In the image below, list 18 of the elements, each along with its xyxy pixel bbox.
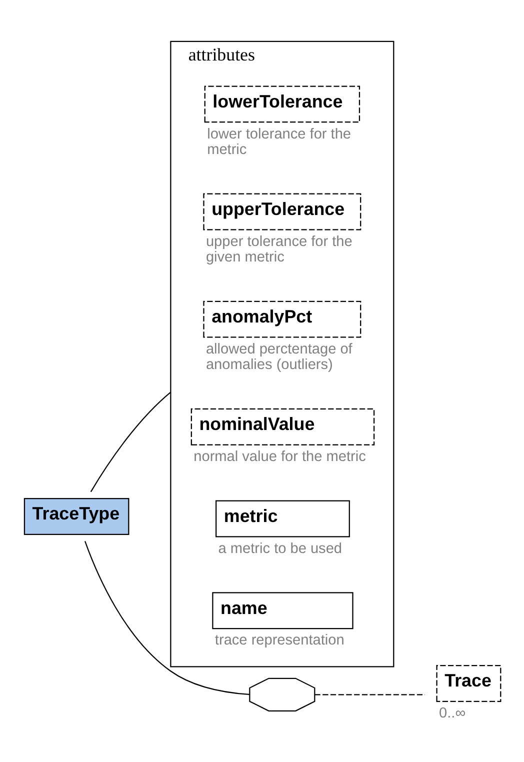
node-label: trace representation	[214, 632, 344, 648]
node-box: anomalyPct	[203, 300, 362, 338]
node-label: upper tolerance for the given metric	[206, 233, 352, 265]
node-box: metric	[216, 500, 350, 537]
node-label: a metric to be used	[218, 540, 342, 556]
node-box: name	[212, 592, 354, 629]
node-label: 0..∞	[439, 705, 466, 722]
node-box: nominalValue	[190, 408, 375, 445]
connector	[84, 540, 250, 695]
node-label: allowed perctentage of anomalies (outliers)	[206, 340, 352, 373]
node-box: lowerTolerance	[204, 85, 360, 122]
node-box: Trace	[436, 664, 502, 702]
node-octagon	[249, 677, 316, 711]
connector	[90, 391, 172, 492]
node-box: upperTolerance	[203, 192, 362, 230]
connector	[314, 694, 425, 695]
node-label: normal value for the metric	[194, 448, 366, 464]
node-label: lower tolerance for the metric	[207, 126, 352, 158]
